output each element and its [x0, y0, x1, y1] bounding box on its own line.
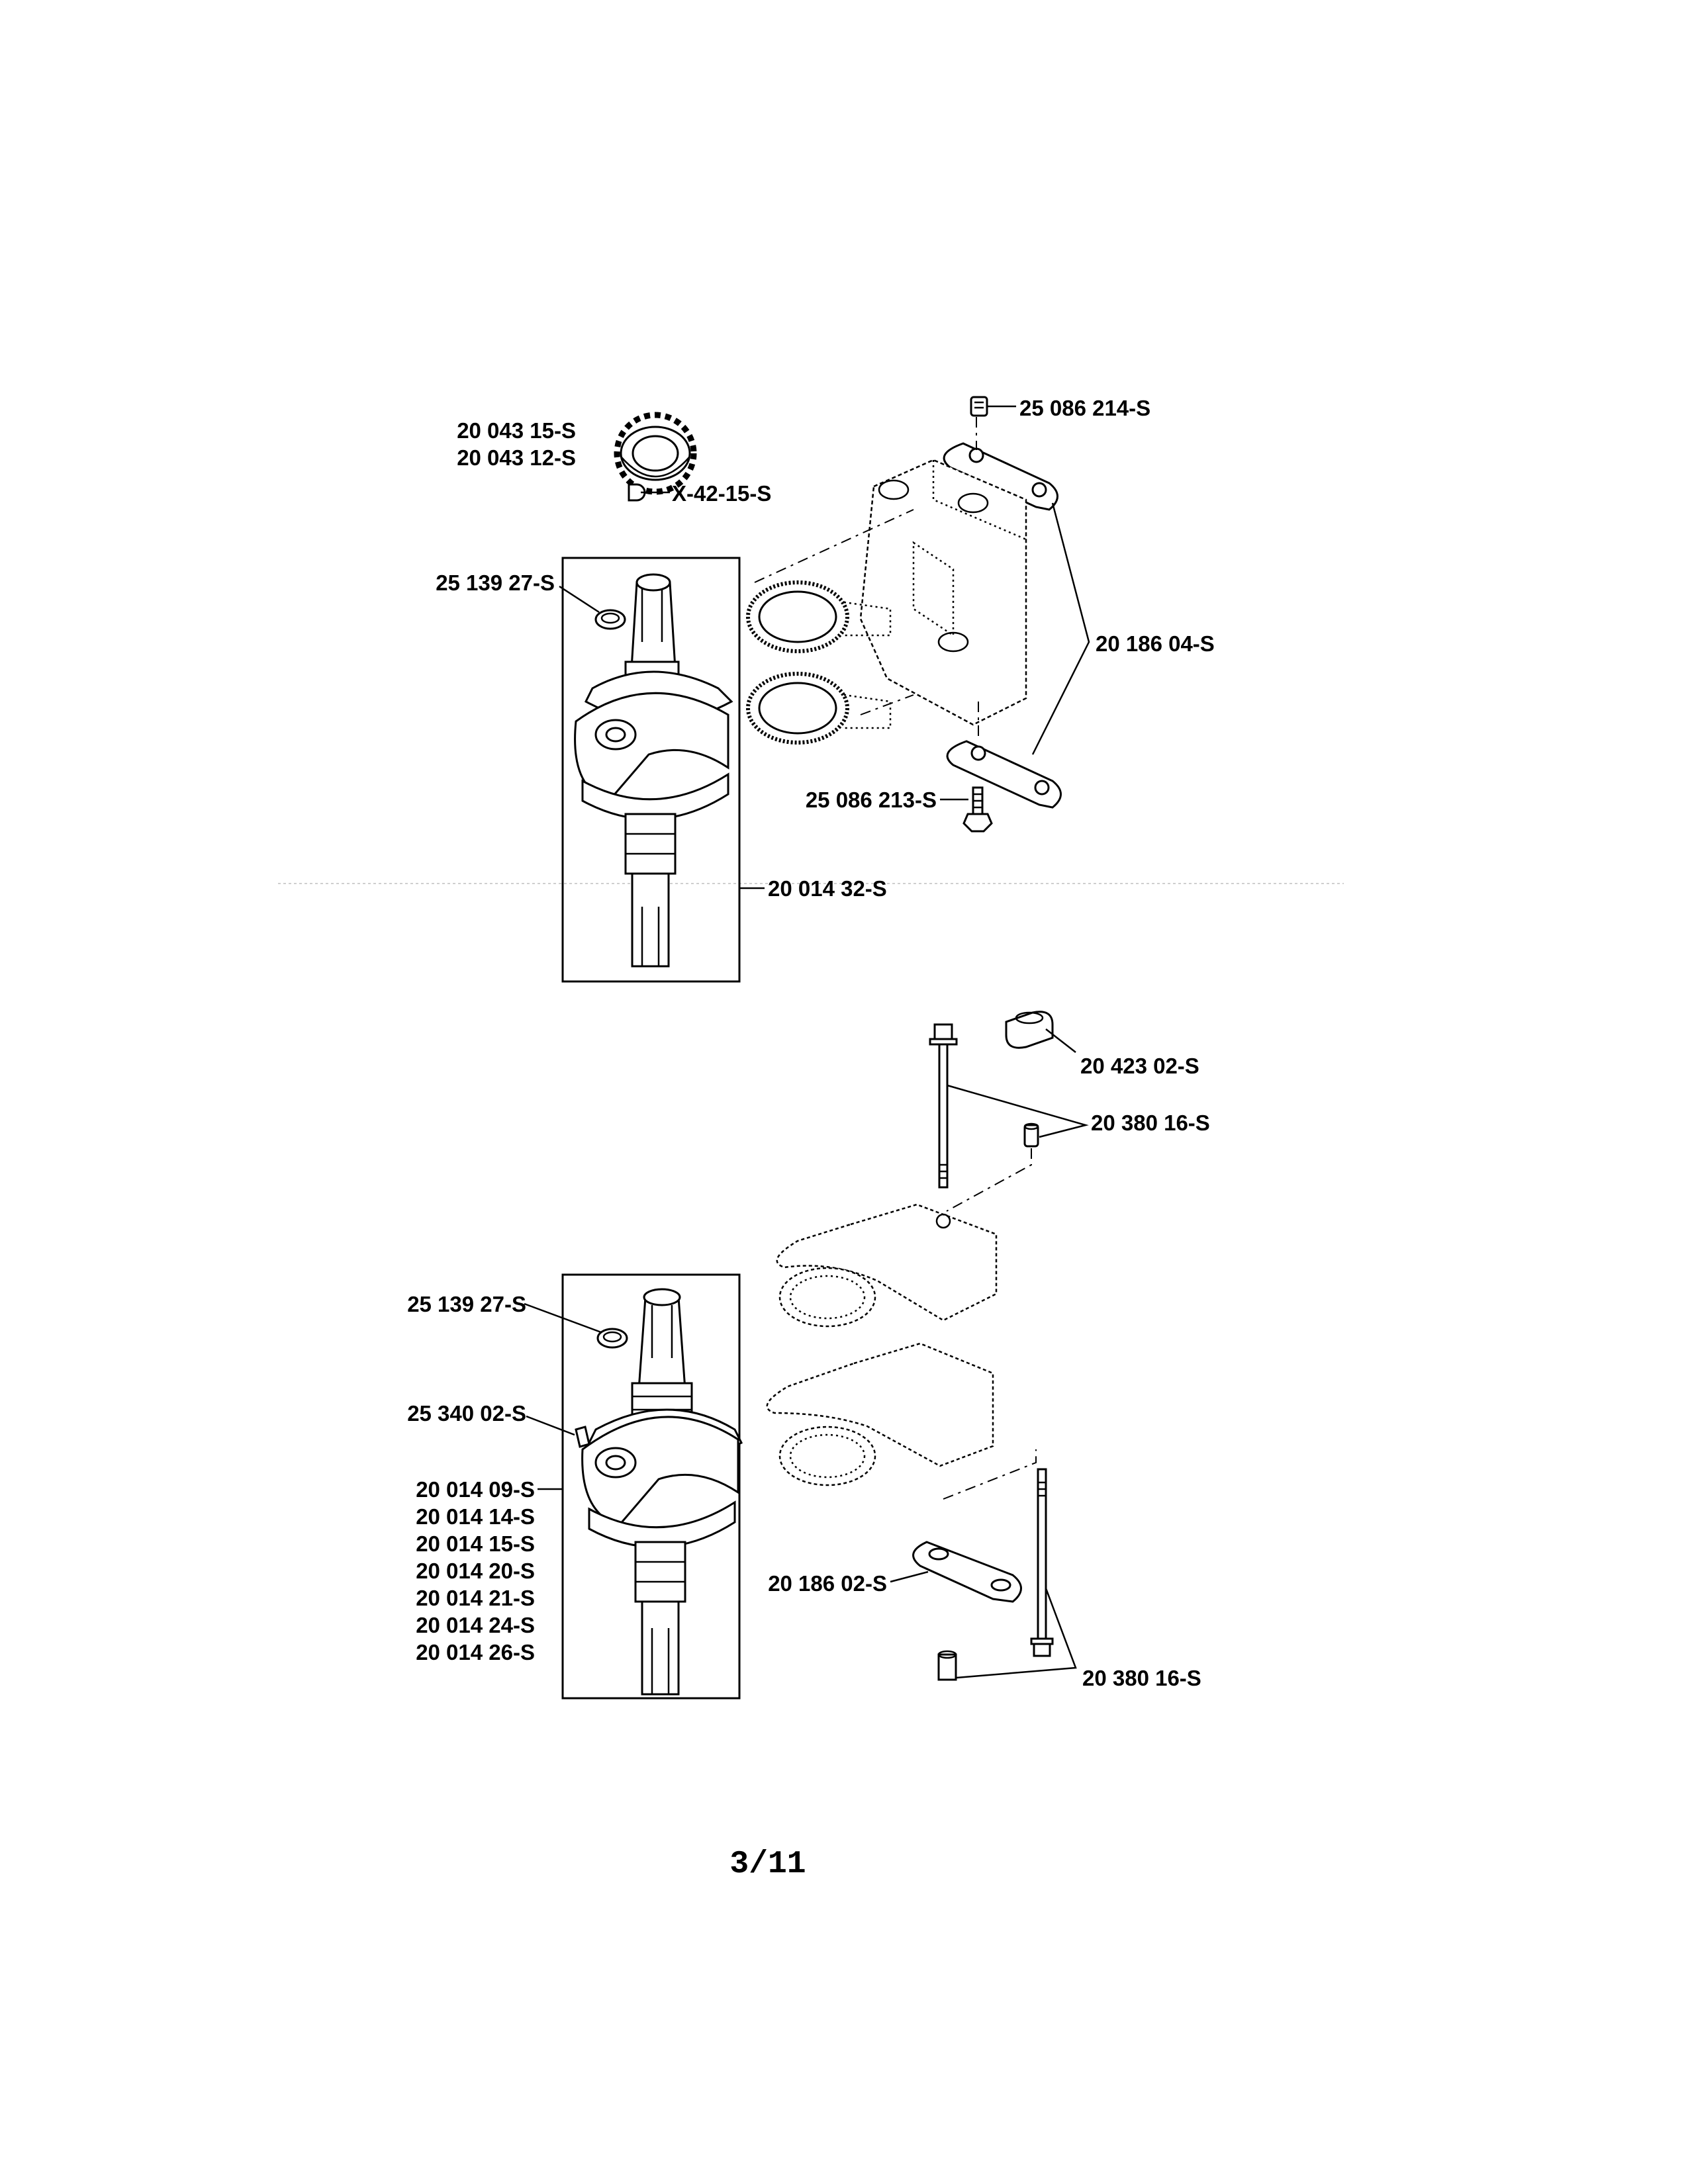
label-crankshaft-lower: 20 014 24-S: [416, 1613, 535, 1637]
label-plate-lower: 20 186 02-S: [768, 1571, 887, 1596]
label-key-lower: 25 340 02-S: [407, 1401, 526, 1426]
bearing-plate-icon: [943, 442, 1058, 511]
nut-icon: [937, 1650, 957, 1681]
bearing-plate-icon: [946, 740, 1062, 809]
label-crankshaft-lower: 20 014 09-S: [416, 1477, 535, 1502]
label-seal-lower: 25 139 27-S: [407, 1292, 526, 1316]
label-crankshaft-lower-list: 20 014 09-S 20 014 14-S 20 014 15-S 20 0…: [371, 1476, 535, 1666]
gear-icon: [614, 412, 697, 495]
label-spacer: 20 423 02-S: [1080, 1054, 1199, 1078]
label-crankshaft-lower: 20 014 21-S: [416, 1586, 535, 1610]
label-gear: 20 043 15-S 20 043 12-S: [417, 417, 576, 471]
label-crankshaft-lower: 20 014 20-S: [416, 1559, 535, 1583]
crankshaft-icon: [574, 573, 733, 968]
crankshaft-box-upper: [561, 557, 741, 983]
crankshaft-icon: [581, 1288, 743, 1696]
crankshaft-box-lower: [561, 1273, 741, 1700]
label-crankshaft-lower: 20 014 15-S: [416, 1531, 535, 1556]
spacer-icon: [1005, 1011, 1054, 1049]
label-gear-b: 20 043 12-S: [457, 445, 576, 470]
nut-icon: [1023, 1122, 1039, 1148]
bearing-housing-icon: [776, 1203, 998, 1328]
label-crankshaft-lower: 20 014 14-S: [416, 1504, 535, 1529]
bolt-icon: [929, 1023, 958, 1189]
label-key-upper: X-42-15-S: [672, 481, 772, 506]
seal-ring-icon: [594, 609, 626, 630]
bearing-plate-icon: [912, 1541, 1022, 1603]
seal-ring-icon: [746, 580, 892, 653]
seal-ring-icon: [596, 1328, 628, 1349]
woodruff-key-icon: [628, 483, 646, 502]
label-seal-upper: 25 139 27-S: [436, 570, 555, 595]
label-screw-top: 25 086 214-S: [1019, 396, 1151, 420]
bearing-housing-icon: [859, 459, 1027, 726]
label-bolt-bottom: 20 380 16-S: [1082, 1666, 1201, 1690]
label-gear-a: 20 043 15-S: [457, 418, 576, 443]
woodruff-key-icon: [575, 1426, 590, 1448]
bearing-housing-icon: [766, 1342, 994, 1486]
label-crankshaft-upper: 20 014 32-S: [768, 876, 887, 901]
label-crankshaft-lower: 20 014 26-S: [416, 1640, 535, 1664]
page-number: 3/11: [729, 1846, 806, 1882]
screw-icon: [962, 786, 993, 833]
screw-icon: [970, 396, 988, 417]
seal-ring-icon: [746, 672, 892, 745]
label-plate-upper: 20 186 04-S: [1096, 631, 1215, 656]
label-screw-bottom: 25 086 213-S: [805, 788, 937, 812]
bolt-icon: [1030, 1468, 1054, 1657]
label-bolt-top: 20 380 16-S: [1091, 1111, 1210, 1135]
